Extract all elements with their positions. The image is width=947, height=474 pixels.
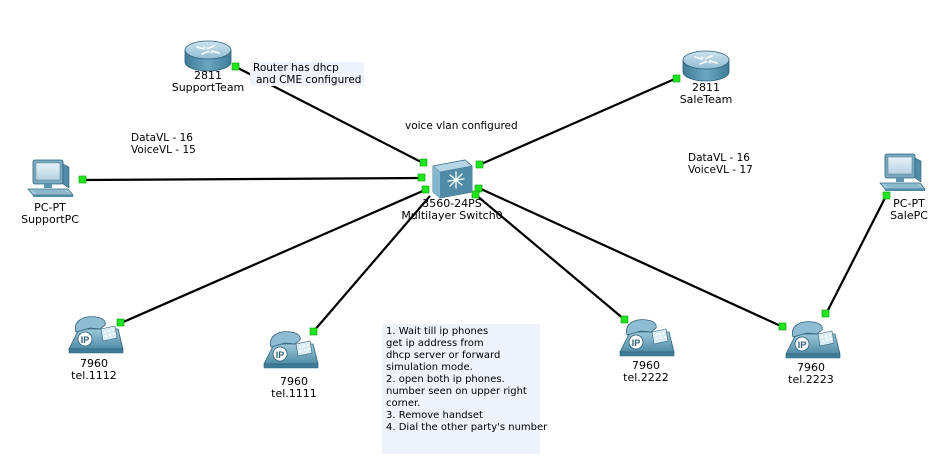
port-up-indicator [475, 160, 484, 169]
link-supportpc-switch[interactable] [81, 176, 422, 182]
port-up-indicator [421, 185, 430, 194]
ip-badge: IP [632, 338, 641, 348]
port-up-indicator [778, 322, 787, 331]
link-phone1112-switch[interactable] [120, 188, 426, 325]
port-up-indicator [419, 158, 428, 167]
label-phone-2223: 7960 tel.2223 [788, 361, 834, 386]
ip-phone-2223-icon[interactable]: IP [785, 321, 841, 359]
ip-phone-1111-icon[interactable]: IP [263, 331, 319, 369]
port-up-indicator [672, 74, 681, 83]
label-salepc: PC-PT SalePC [890, 197, 928, 222]
port-up-indicator [821, 309, 830, 318]
port-up-indicator [309, 327, 318, 336]
port-up-indicator [620, 315, 629, 324]
router-saleteam-icon[interactable] [682, 50, 730, 82]
label-saleteam-router: 2811 SaleTeam [679, 81, 733, 106]
ip-phone-2222-icon[interactable]: IP [619, 319, 675, 357]
label-phone-2222: 7960 tel.2222 [623, 359, 669, 384]
port-up-indicator [882, 191, 891, 200]
ip-badge: IP [81, 335, 90, 345]
ip-badge: IP [798, 340, 807, 350]
note-voice-vlan: voice vlan configured [405, 120, 518, 132]
links [81, 66, 887, 333]
pc-salepc-icon[interactable] [879, 153, 926, 192]
link-phone2222-switch[interactable] [475, 194, 626, 321]
note-support-vlans: DataVL - 16 VoiceVL - 15 [131, 132, 196, 156]
port-up-indicator [471, 190, 480, 199]
label-phone-1111: 7960 tel.1111 [271, 375, 317, 400]
label-phone-1112: 7960 tel.1112 [71, 357, 117, 382]
ip-phone-1112-icon[interactable]: IP [68, 316, 124, 354]
link-salepc-phone2223[interactable] [825, 195, 887, 315]
multilayer-switch-icon[interactable] [432, 159, 473, 199]
link-phone1111-switch[interactable] [312, 195, 431, 333]
label-supportpc: PC-PT SupportPC [21, 201, 79, 226]
ip-badge: IP [276, 350, 285, 360]
pc-supportpc-icon[interactable] [27, 159, 74, 198]
note-router-dhcp-cme: Router has dhcp and CME configured [250, 62, 365, 86]
link-phone2223-switch[interactable] [480, 187, 784, 329]
port-up-indicator [417, 173, 426, 182]
port-up-indicator [78, 175, 87, 184]
link-saleteam-switch[interactable] [478, 76, 678, 167]
port-up-indicator [116, 318, 125, 327]
instructions-note: 1. Wait till ip phones get ip address fr… [382, 324, 547, 454]
port-up-indicator [231, 62, 240, 71]
label-multilayer-switch: 3560-24PS Multilayer Switch0 [401, 197, 503, 222]
port-indicators [78, 62, 891, 336]
router-supportteam-icon[interactable] [184, 40, 232, 72]
label-supportteam-router: 2811 SupportTeam [171, 69, 245, 94]
note-sale-vlans: DataVL - 16 VoiceVL - 17 [688, 152, 753, 176]
